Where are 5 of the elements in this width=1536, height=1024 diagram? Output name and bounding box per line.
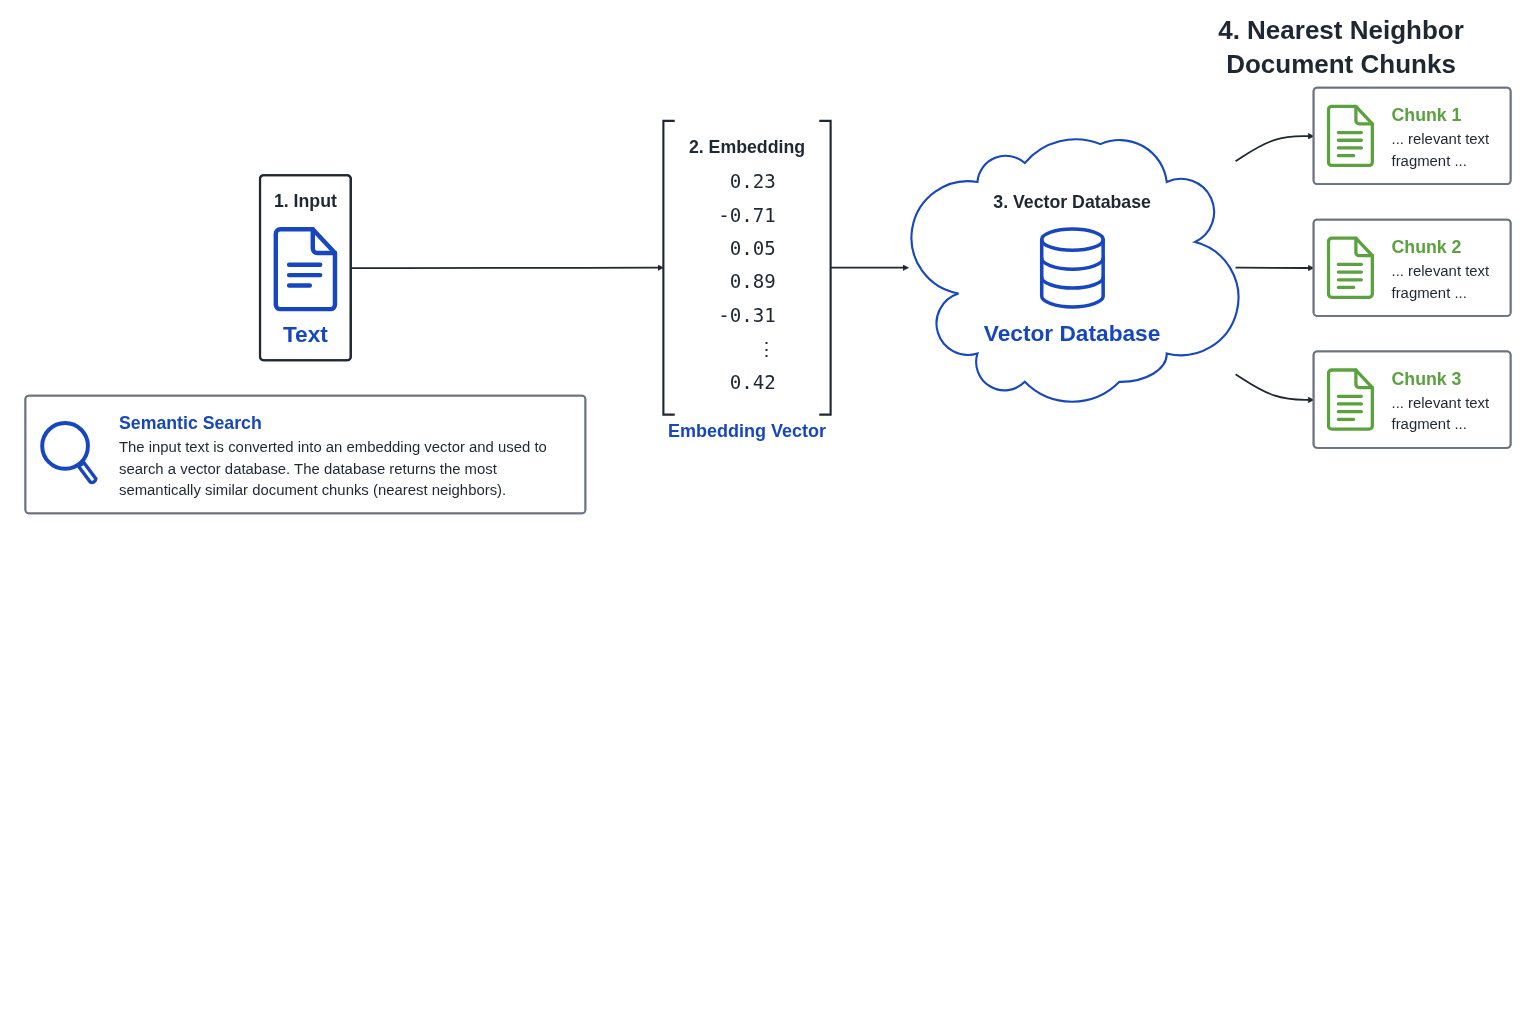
arrow — [829, 264, 909, 271]
section-heading: 4. Nearest Neighbor Document Chunks — [1217, 14, 1465, 81]
node-caption: Embedding Vector — [668, 421, 826, 443]
arrow — [350, 264, 664, 271]
node-box: 2. Embedding 0.23 -0.71 0.05 0.89 -0.31 ⋮ 0.42 — [662, 119, 832, 416]
